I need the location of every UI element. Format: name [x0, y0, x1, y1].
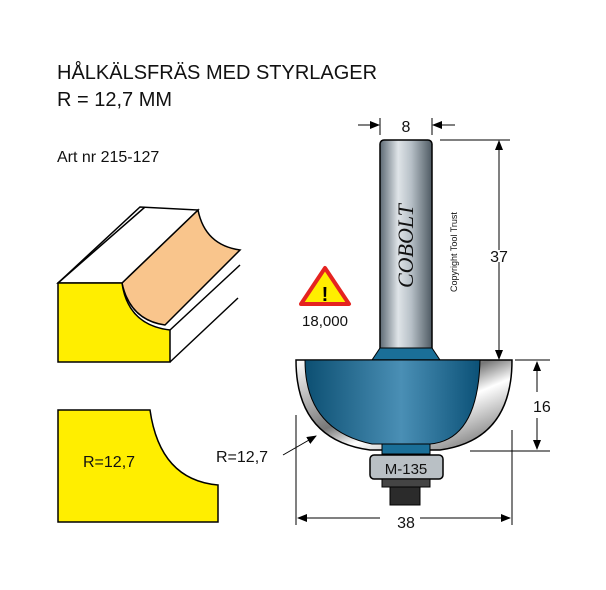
- title: HÅLKÄLSFRÄS MED STYRLAGER: [57, 61, 377, 84]
- article-number: Art nr 215-127: [57, 149, 159, 166]
- profile-2d: R=12,7: [57, 409, 219, 523]
- dim-cut-height: 16: [533, 399, 551, 416]
- radius-callout: R=12,7: [216, 449, 268, 466]
- dim-shank-length: 37: [490, 249, 508, 266]
- warning-triangle-icon: !: [299, 266, 351, 306]
- dimension-lines: [282, 118, 550, 525]
- dim-shank-diameter: 8: [402, 119, 411, 136]
- dim-cut-diameter: 38: [397, 515, 415, 532]
- copyright-text: Copyright Tool Trust: [449, 212, 459, 292]
- profile-radius-label: R=12,7: [83, 454, 135, 471]
- brand-logo: COBOLT: [393, 202, 418, 288]
- router-bit: COBOLT Copyright Tool Trust M-135: [295, 139, 513, 506]
- warning-glyph: !: [322, 284, 329, 306]
- profile-3d-illustration: [56, 206, 242, 363]
- bearing-label: M-135: [385, 461, 428, 478]
- subtitle: R = 12,7 MM: [57, 89, 172, 111]
- max-rpm: 18,000: [302, 313, 348, 330]
